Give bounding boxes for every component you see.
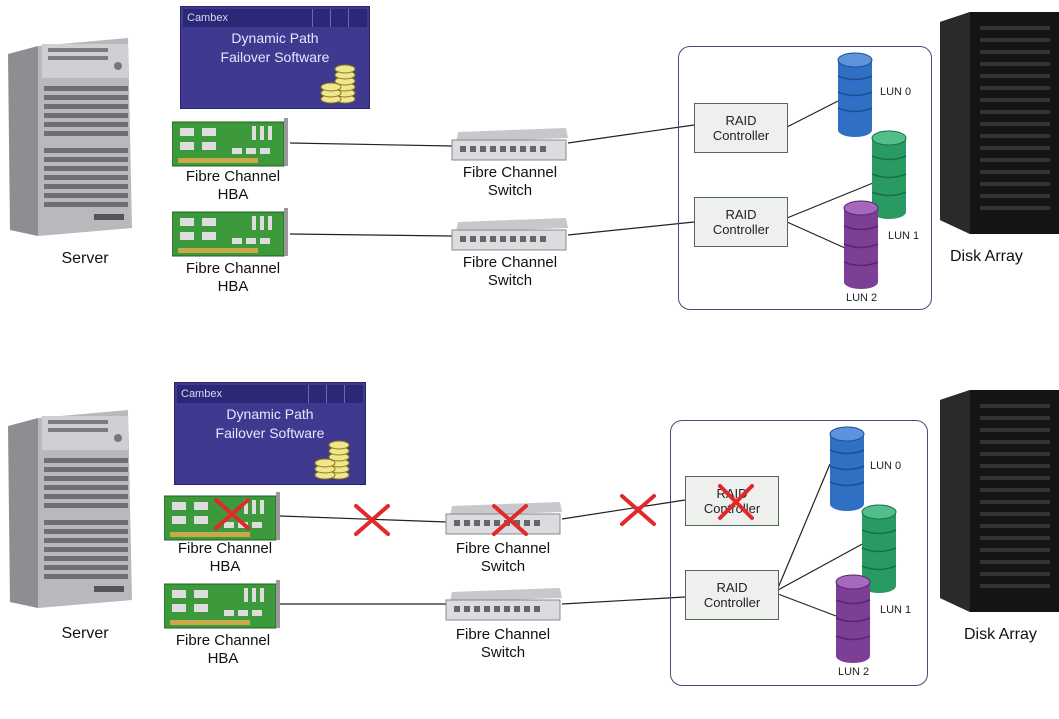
fibre-switch-icon xyxy=(445,502,562,535)
window-button-icon xyxy=(348,9,367,27)
raid-controller: RAID Controller xyxy=(694,103,788,153)
disk-array-label: Disk Array xyxy=(964,626,1037,643)
failover-scenario-diagram: Server Cambex Dynamic Path Failover Soft… xyxy=(0,376,1059,719)
software-title-bar: Cambex xyxy=(183,9,367,27)
raid-controller-failed: RAID Controller xyxy=(685,476,779,526)
lun-2-cylinder-icon xyxy=(835,574,871,663)
hba-label: Fibre Channel HBA xyxy=(177,540,273,575)
normal-operation-diagram: Server Cambex Dynamic Path Failover Soft… xyxy=(0,0,1059,343)
hba-card-icon xyxy=(172,208,288,257)
window-button-icon xyxy=(326,385,345,403)
coin-stack-icon xyxy=(320,64,356,104)
coin-stack-icon xyxy=(314,440,350,480)
connection-lines xyxy=(289,100,874,249)
storage-enclosure xyxy=(678,46,932,310)
hba-card-icon xyxy=(164,580,280,629)
failure-x-icon xyxy=(620,494,656,526)
fibre-switch-icon xyxy=(451,128,568,161)
failure-x-icon xyxy=(214,498,250,530)
switch-label: Fibre Channel Switch xyxy=(462,164,558,199)
software-name: Dynamic Path Failover Software xyxy=(220,30,330,65)
software-name: Dynamic Path Failover Software xyxy=(215,406,325,441)
switch-label: Fibre Channel Switch xyxy=(455,626,551,661)
disk-array-label: Disk Array xyxy=(950,248,1023,265)
failure-x-icon xyxy=(718,484,754,520)
lun-2-label: LUN 2 xyxy=(838,666,870,678)
hba-label: Fibre Channel HBA xyxy=(185,168,281,203)
window-button-icon xyxy=(308,385,327,403)
failure-x-icon xyxy=(354,504,390,536)
software-title-bar: Cambex xyxy=(177,385,363,403)
connection-lines xyxy=(279,463,867,617)
window-button-icon xyxy=(344,385,363,403)
lun-2-label: LUN 2 xyxy=(846,292,878,304)
window-button-icon xyxy=(312,9,331,27)
software-vendor: Cambex xyxy=(181,388,222,400)
fibre-switch-icon xyxy=(445,588,562,621)
lun-1-label: LUN 1 xyxy=(888,230,920,242)
hba-label: Fibre Channel HBA xyxy=(185,260,281,295)
fibre-switch-icon xyxy=(451,218,568,251)
server-icon xyxy=(8,410,132,608)
disk-array-icon xyxy=(940,390,1059,612)
failure-x-icon xyxy=(492,504,528,536)
lun-0-label: LUN 0 xyxy=(870,460,902,472)
lun-2-cylinder-icon xyxy=(843,200,879,289)
failover-software-window: Cambex Dynamic Path Failover Software xyxy=(180,6,370,109)
lun-1-cylinder-icon xyxy=(871,130,907,219)
failover-software-window: Cambex Dynamic Path Failover Software xyxy=(174,382,366,485)
lun-1-cylinder-icon xyxy=(861,504,897,593)
software-vendor: Cambex xyxy=(187,12,228,24)
server-label: Server xyxy=(61,625,109,642)
switch-label: Fibre Channel Switch xyxy=(455,540,551,575)
lun-0-label: LUN 0 xyxy=(880,86,912,98)
disk-array-icon xyxy=(940,12,1059,234)
raid-controller: RAID Controller xyxy=(685,570,779,620)
window-button-icon xyxy=(330,9,349,27)
lun-1-label: LUN 1 xyxy=(880,604,912,616)
hba-card-icon xyxy=(164,492,280,541)
switch-label: Fibre Channel Switch xyxy=(462,254,558,289)
raid-controller: RAID Controller xyxy=(694,197,788,247)
lun-0-cylinder-icon xyxy=(837,52,873,137)
hba-card-icon xyxy=(172,118,288,167)
hba-label: Fibre Channel HBA xyxy=(175,632,271,667)
lun-0-cylinder-icon xyxy=(829,426,865,511)
server-label: Server xyxy=(61,250,109,267)
server-icon xyxy=(8,38,132,236)
